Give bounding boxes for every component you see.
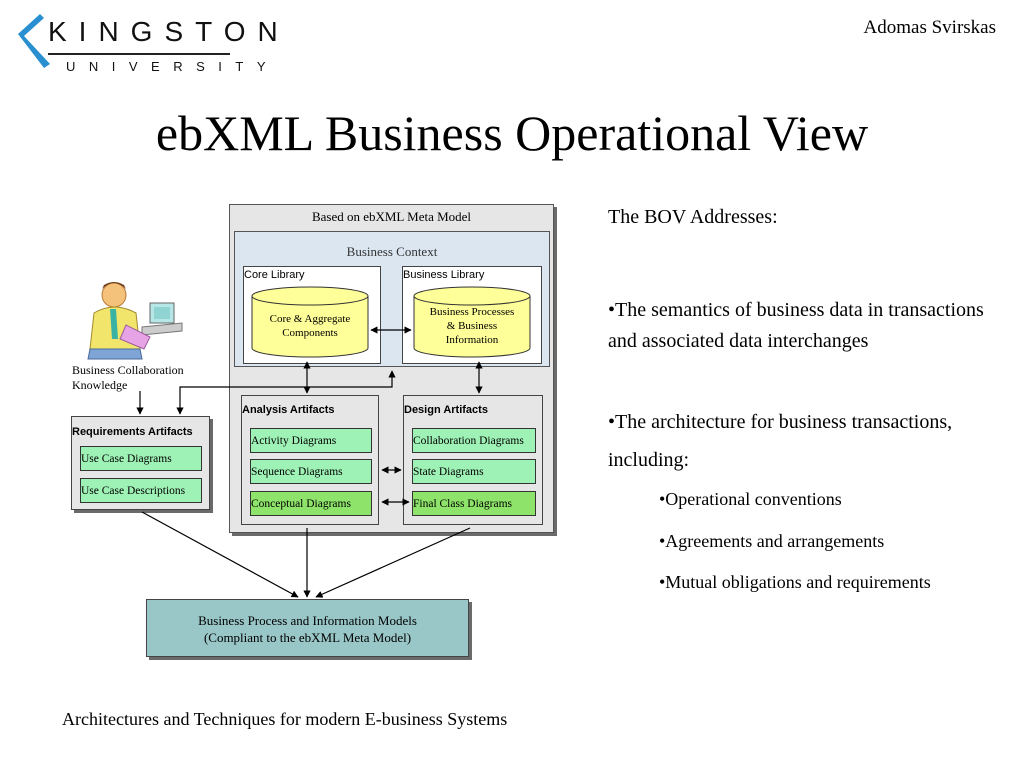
models-line1: Business Process and Information Models bbox=[198, 613, 417, 628]
sub-bullet-operational-conventions: •Operational conventions bbox=[659, 489, 842, 509]
core-library-title: Core Library bbox=[244, 269, 305, 281]
person-label-line2: Knowledge bbox=[72, 378, 128, 392]
author-name: Adomas Svirskas bbox=[863, 17, 996, 38]
business-process-information-models-box: Business Process and Information Models … bbox=[146, 599, 469, 657]
business-information-line2: & Business bbox=[446, 320, 498, 332]
bov-bullet-semantics: •The semantics of business data in trans… bbox=[608, 299, 984, 352]
business-library-title: Business Library bbox=[403, 269, 485, 281]
use-case-descriptions: Use Case Descriptions bbox=[80, 478, 202, 503]
bov-diagram: Based on ebXML Meta Model Business Conte… bbox=[60, 195, 570, 665]
sub-bullet-obligations: •Mutual obligations and requirements bbox=[659, 572, 931, 592]
use-case-diagrams: Use Case Diagrams bbox=[80, 446, 202, 471]
models-line2: (Compliant to the ebXML Meta Model) bbox=[203, 630, 412, 645]
core-components-line2: Components bbox=[282, 327, 338, 339]
business-context-label: Business Context bbox=[346, 244, 438, 259]
business-person-icon bbox=[78, 279, 188, 361]
analysis-artifacts-box: Analysis Artifacts Activity Diagrams Seq… bbox=[241, 395, 379, 525]
analysis-artifacts-title: Analysis Artifacts bbox=[242, 404, 335, 416]
slide-footer: Architectures and Techniques for modern … bbox=[62, 709, 508, 729]
business-information-line3: Information bbox=[445, 334, 499, 346]
bov-heading: The BOV Addresses: bbox=[608, 206, 778, 228]
core-components-line1: Core & Aggregate bbox=[269, 313, 351, 325]
sub-bullet-agreements: •Agreements and arrangements bbox=[659, 531, 885, 551]
business-collaboration-knowledge-label: Business Collaboration Knowledge bbox=[72, 363, 184, 393]
person-label-line1: Business Collaboration bbox=[72, 363, 184, 377]
activity-diagrams: Activity Diagrams bbox=[250, 428, 372, 453]
state-diagrams: State Diagrams bbox=[412, 459, 536, 484]
design-artifacts-title: Design Artifacts bbox=[404, 404, 488, 416]
final-class-diagrams: Final Class Diagrams bbox=[412, 491, 536, 516]
core-components-database-icon: Core & Aggregate Components bbox=[251, 286, 369, 358]
design-artifacts-box: Design Artifacts Collaboration Diagrams … bbox=[403, 395, 543, 525]
bov-bullet-architecture: •The architecture for business transacti… bbox=[608, 411, 953, 471]
logo-wordmark: KINGSTON bbox=[48, 16, 290, 47]
business-information-database-icon: Business Processes & Business Informatio… bbox=[413, 286, 531, 358]
page-title: ebXML Business Operational View bbox=[155, 105, 869, 161]
requirements-artifacts-title: Requirements Artifacts bbox=[72, 426, 193, 438]
logo-divider bbox=[48, 53, 230, 55]
conceptual-diagrams: Conceptual Diagrams bbox=[250, 491, 372, 516]
collaboration-diagrams: Collaboration Diagrams bbox=[412, 428, 536, 453]
business-information-line1: Business Processes bbox=[429, 306, 515, 318]
sequence-diagrams: Sequence Diagrams bbox=[250, 459, 372, 484]
logo-subtitle: UNIVERSITY bbox=[66, 59, 280, 74]
logo-k-mark-icon bbox=[18, 14, 50, 68]
kingston-university-logo: KINGSTON UNIVERSITY bbox=[8, 4, 278, 80]
requirements-artifacts-box: Requirements Artifacts Use Case Diagrams… bbox=[71, 416, 210, 510]
meta-model-label: Based on ebXML Meta Model bbox=[311, 209, 472, 224]
